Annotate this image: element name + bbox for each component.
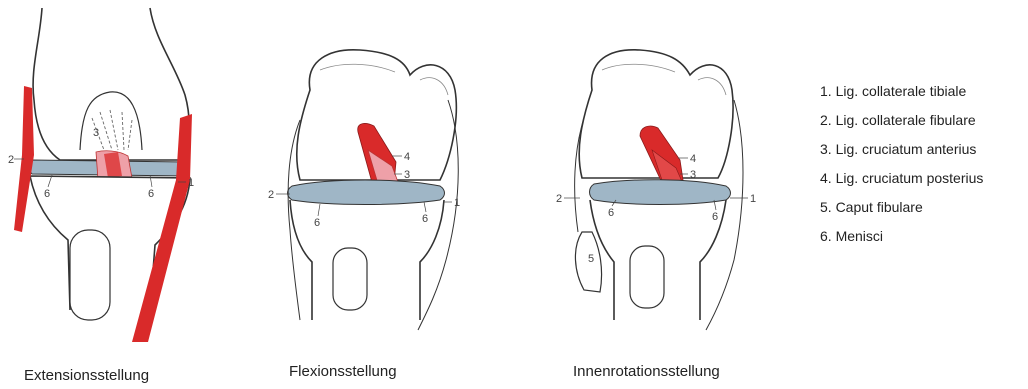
caption-internal-rotation: Innenrotationsstellung [573,363,720,380]
marker-4-flexion: 4 [404,151,410,163]
meniscus-rotation [590,180,731,205]
marker-6a-extension: 6 [44,188,50,200]
marker-2-extension: 2 [8,154,14,166]
legend-item-5: 5. Caput fibulare [820,198,983,227]
marker-3-rotation: 3 [690,169,696,181]
marker-6a-flexion: 6 [314,217,320,229]
marker-1-rotation: 1 [750,193,756,205]
marker-3-extension: 3 [93,127,99,139]
caption-flexion: Flexionsstellung [289,363,397,380]
legend-item-3: 3. Lig. cruciatum anterius [820,140,983,169]
marker-6b-extension: 6 [148,188,154,200]
legend-item-1: 1. Lig. collaterale tibiale [820,82,983,111]
tibia-notch-flexion [333,248,367,310]
extension-knee-illustration: 2 3 6 6 1 [8,8,194,342]
legend-item-2: 2. Lig. collaterale fibulare [820,111,983,140]
legend: 1. Lig. collaterale tibiale 2. Lig. coll… [820,82,983,256]
marker-3-flexion: 3 [404,169,410,181]
meniscus-flexion [288,180,445,205]
marker-1-flexion: 1 [454,197,460,209]
legend-item-4: 4. Lig. cruciatum posterius [820,169,983,198]
marker-6a-rotation: 6 [608,207,614,219]
marker-1-extension: 1 [188,177,194,189]
femur-extension [33,8,189,160]
legend-item-6: 6. Menisci [820,227,983,256]
marker-2-rotation: 2 [556,193,562,205]
caption-extension: Extensionsstellung [24,367,149,384]
flexion-knee-illustration: 2 4 3 6 6 1 [268,50,460,330]
tibia-notch-rotation [630,246,664,308]
marker-4-rotation: 4 [690,153,696,165]
internal-rotation-knee-illustration: 2 4 3 6 6 1 5 [556,50,756,330]
marker-5-rotation: 5 [588,253,594,265]
marker-6b-rotation: 6 [712,211,718,223]
tibia-notch-extension [70,230,110,320]
marker-2-flexion: 2 [268,189,274,201]
marker-6b-flexion: 6 [422,213,428,225]
